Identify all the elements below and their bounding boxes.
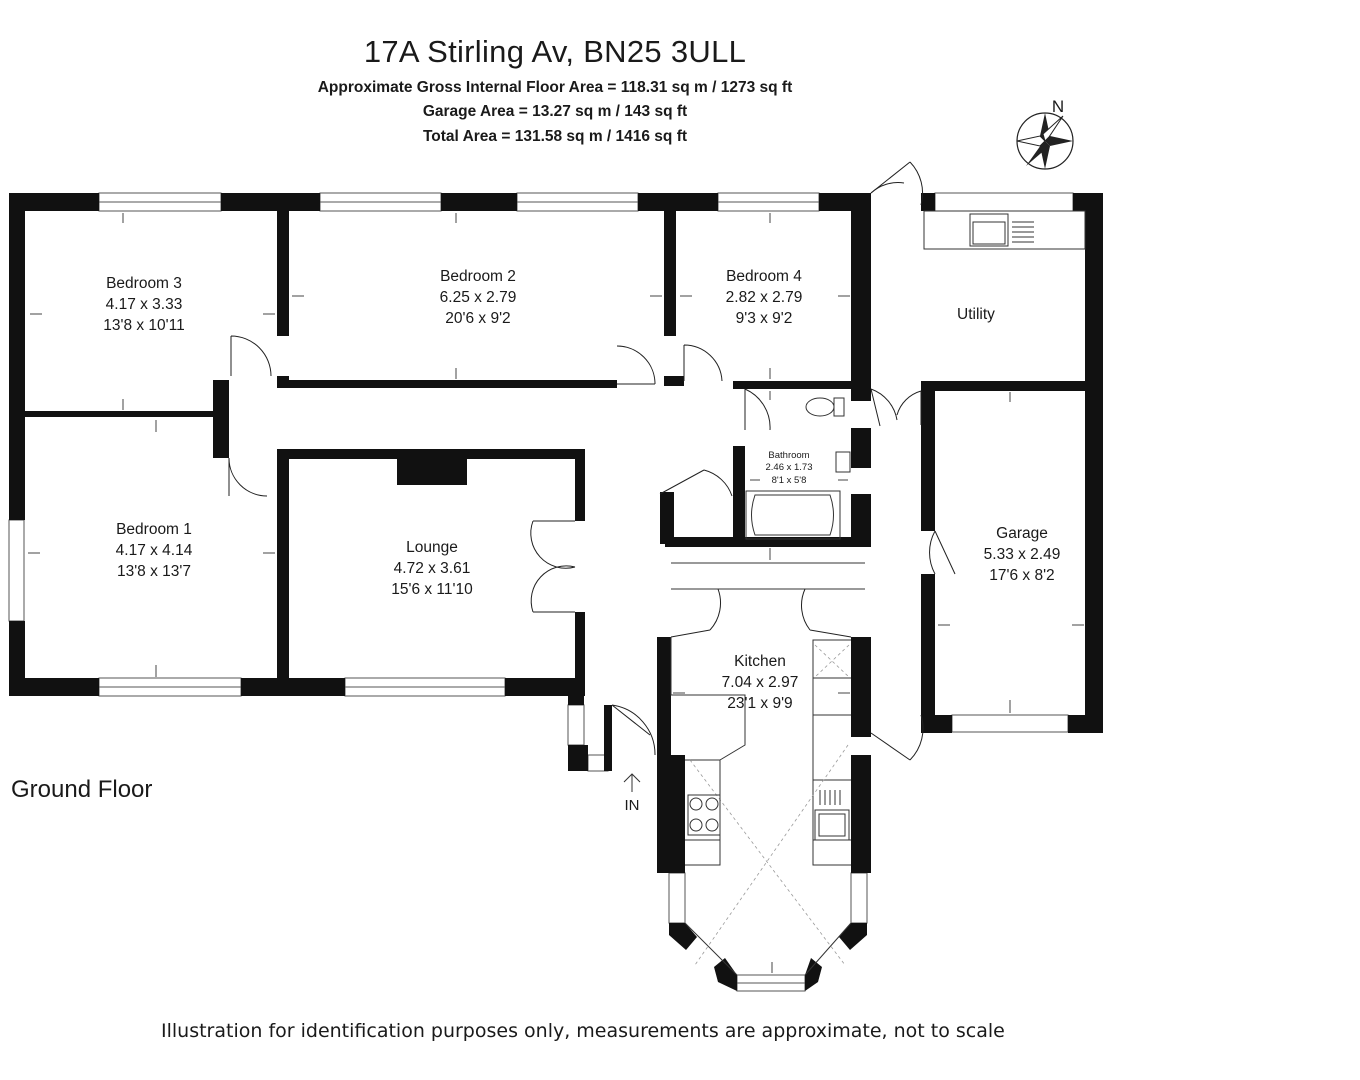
- garage-area: Garage Area = 13.27 sq m / 143 sq ft: [422, 103, 688, 120]
- entrance-label: IN: [625, 797, 640, 814]
- room-utility: Utility: [957, 306, 995, 323]
- disclaimer: Illustration for identification purposes…: [161, 1020, 1005, 1042]
- room-kitchen: Kitchen 7.04 x 2.97 23'1 x 9'9: [722, 653, 799, 712]
- room-name: Bathroom: [768, 450, 809, 461]
- room-metric: 4.17 x 3.33: [106, 296, 183, 313]
- room-name: Utility: [957, 306, 995, 323]
- total-area: Total Area = 131.58 sq m / 1416 sq ft: [422, 128, 688, 145]
- hob-icon: [687, 794, 721, 836]
- walls: [9, 193, 1103, 991]
- room-metric: 4.72 x 3.61: [394, 560, 471, 577]
- room-bathroom: Bathroom 2.46 x 1.73 8'1 x 5'8: [765, 450, 812, 486]
- room-bedroom1: Bedroom 1 4.17 x 4.14 13'8 x 13'7: [116, 521, 193, 580]
- kitchen-sink-icon: [814, 790, 850, 841]
- bath-icon: [745, 490, 841, 540]
- room-imperial: 13'8 x 10'11: [103, 317, 184, 334]
- entrance-arrow-icon: [623, 773, 641, 792]
- basin-icon: [835, 451, 851, 473]
- room-name: Garage: [996, 525, 1048, 542]
- room-lounge: Lounge 4.72 x 3.61 15'6 x 11'10: [391, 539, 473, 598]
- room-bedroom2: Bedroom 2 6.25 x 2.79 20'6 x 9'2: [440, 268, 517, 327]
- room-name: Bedroom 3: [106, 275, 182, 292]
- doors: [228, 161, 956, 761]
- gross-internal-area: Approximate Gross Internal Floor Area = …: [317, 79, 793, 96]
- plan-title: 17A Stirling Av, BN25 3ULL: [363, 34, 747, 69]
- room-garage: Garage 5.33 x 2.49 17'6 x 8'2: [984, 525, 1061, 584]
- room-metric: 4.17 x 4.14: [116, 542, 193, 559]
- room-imperial: 17'6 x 8'2: [989, 567, 1054, 584]
- dimension-markers: [28, 213, 1084, 973]
- room-imperial: 13'8 x 13'7: [117, 563, 191, 580]
- room-imperial: 20'6 x 9'2: [445, 310, 510, 327]
- room-imperial: 23'1 x 9'9: [727, 695, 792, 712]
- room-name: Bedroom 2: [440, 268, 516, 285]
- utility-sink-icon: [969, 213, 1034, 247]
- room-bedroom3: Bedroom 3 4.17 x 3.33 13'8 x 10'11: [103, 275, 184, 334]
- windows: [8, 192, 1074, 992]
- room-name: Lounge: [406, 539, 458, 556]
- toilet-icon: [805, 397, 845, 417]
- compass-north-label: N: [1052, 97, 1064, 116]
- room-name: Bedroom 1: [116, 521, 192, 538]
- compass-icon: N: [1016, 97, 1074, 170]
- room-metric: 6.25 x 2.79: [440, 289, 517, 306]
- kitchen-ceiling-lines: [689, 644, 850, 966]
- room-imperial: 15'6 x 11'10: [391, 581, 473, 598]
- fixtures: [687, 213, 1034, 841]
- room-metric: 2.46 x 1.73: [765, 462, 812, 473]
- room-metric: 5.33 x 2.49: [984, 546, 1061, 563]
- room-imperial: 9'3 x 9'2: [736, 310, 793, 327]
- room-metric: 2.82 x 2.79: [726, 289, 803, 306]
- room-name: Bedroom 4: [726, 268, 802, 285]
- room-metric: 7.04 x 2.97: [722, 674, 799, 691]
- room-imperial: 8'1 x 5'8: [772, 475, 807, 486]
- thin-walls: [670, 210, 1086, 976]
- room-name: Kitchen: [734, 653, 786, 670]
- room-bedroom4: Bedroom 4 2.82 x 2.79 9'3 x 9'2: [726, 268, 803, 327]
- floor-label: Ground Floor: [11, 776, 153, 803]
